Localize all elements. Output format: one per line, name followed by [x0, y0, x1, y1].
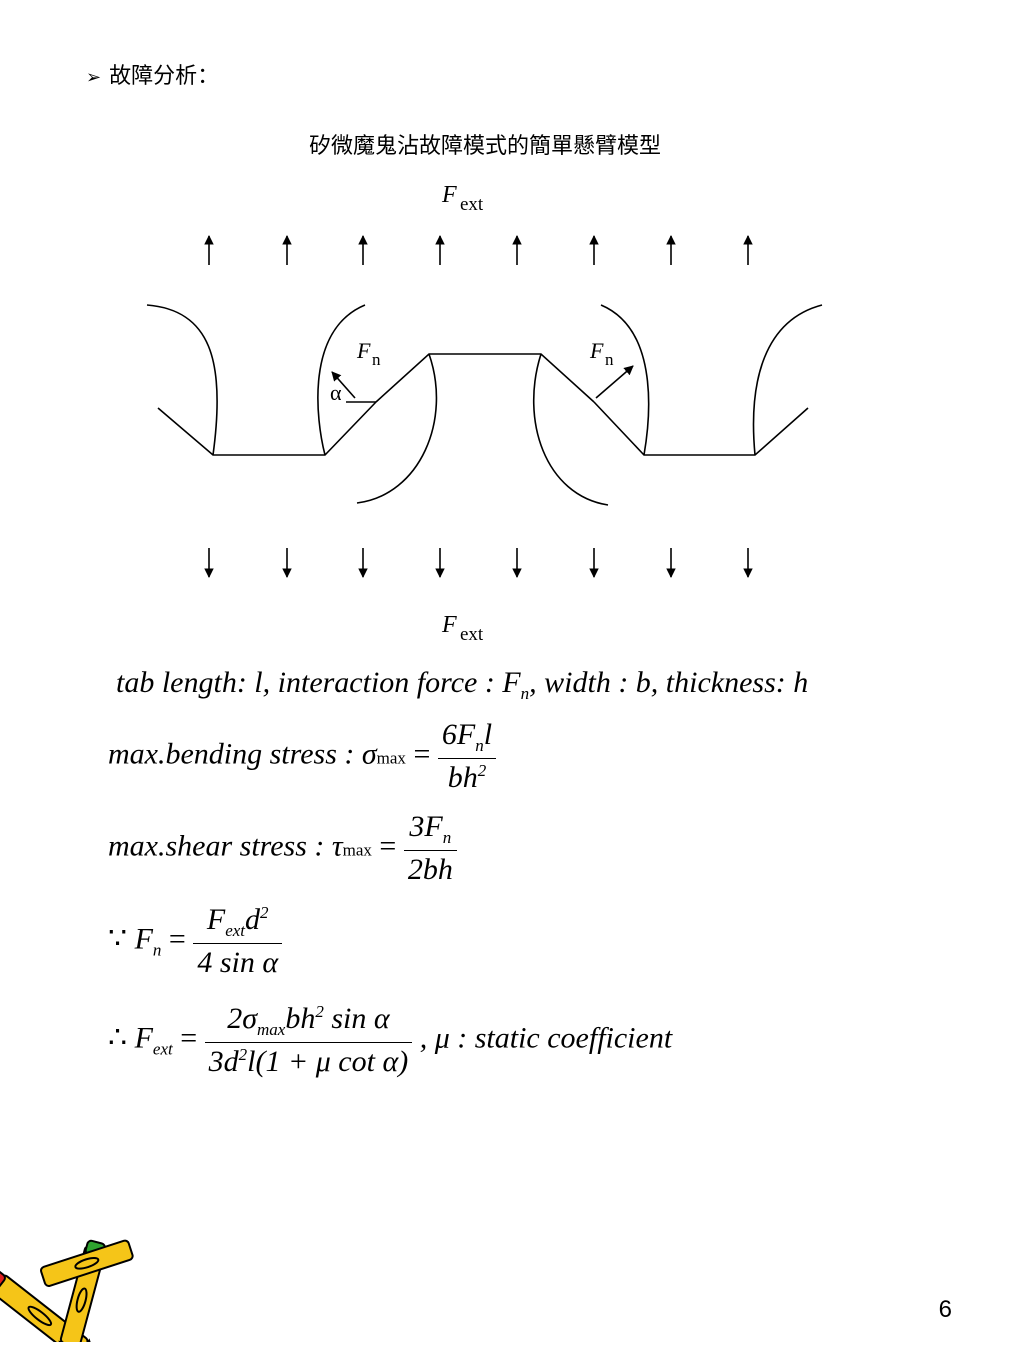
because-numerator: Fextd2 [206, 903, 269, 940]
figure-caption: 矽微魔鬼沾故障模式的簡單懸臂模型 [308, 134, 661, 159]
bending-label: max.bending stress : [108, 737, 355, 771]
therefore-equation: ∴ Fext = 2σmaxbh2 sin α 3d2l(1 + μ cot α… [108, 1002, 672, 1079]
lower-left-wall [157, 401, 377, 456]
section-heading: ➢ 故障分析： [86, 58, 219, 90]
fn-right-subscript: n [605, 350, 614, 369]
hook-curve [752, 304, 823, 456]
therefore-numerator: 2σmaxbh2 sin α [227, 1002, 390, 1039]
hook-curve [317, 304, 366, 456]
shear-numerator: 3Fn [409, 810, 452, 847]
shear-label: max.shear stress : [108, 829, 325, 863]
hook-curve [146, 304, 218, 456]
shear-denominator: 2bh [403, 850, 457, 887]
cantilever-diagram: F ext F n α F n [146, 182, 823, 645]
shear-stress-equation: max.shear stress : τmax = 3Fn 2bh [108, 810, 457, 887]
bending-sub: max [376, 748, 406, 768]
bending-equals: = [413, 737, 431, 771]
bullet-arrow-icon: ➢ [86, 67, 102, 88]
because-fraction: Fextd2 4 sin α [193, 903, 283, 980]
therefore-lhs: F [134, 1021, 153, 1055]
hook-curve [533, 353, 609, 506]
fext-bottom-subscript: ext [460, 624, 484, 645]
page-number: 6 [938, 1296, 952, 1323]
bending-stress-equation: max.bending stress : σmax = 6Fnl bh2 [108, 718, 497, 795]
fext-bottom-symbol: F [441, 612, 457, 638]
therefore-lhs-sub: ext [152, 1039, 173, 1059]
fn-right-symbol: F [589, 338, 604, 363]
because-lhs-sub: n [152, 940, 162, 960]
shear-tau: τ [331, 829, 343, 863]
alpha-angle-label: α [330, 380, 342, 405]
bending-fraction: 6Fnl bh2 [437, 718, 497, 795]
fn-left-symbol: F [356, 338, 371, 363]
fext-top-symbol: F [441, 182, 457, 208]
normal-force-arrows [331, 365, 634, 403]
shear-sub: max [342, 840, 372, 860]
bending-sigma: σ [361, 737, 377, 771]
bending-denominator: bh2 [437, 758, 497, 795]
definitions-line: tab length: l, interaction force : Fn, w… [116, 666, 808, 704]
definitions-part1: tab length: l, interaction force : F [116, 666, 521, 699]
definitions-part2: , width : b, thickness: h [529, 666, 809, 699]
fn-left-arrow [331, 371, 356, 399]
therefore-equals: = [180, 1021, 198, 1055]
because-denominator: 4 sin α [193, 943, 283, 980]
bottom-force-arrows [204, 548, 753, 578]
because-equation: ∵ Fn = Fextd2 4 sin α [108, 903, 283, 980]
pencils-clipart-icon [0, 1239, 134, 1342]
heading-text: 故障分析： [109, 64, 220, 89]
shear-fraction: 3Fn 2bh [403, 810, 457, 887]
upper-middle-plateau [375, 353, 595, 403]
therefore-fraction: 2σmaxbh2 sin α 3d2l(1 + μ cot α) [204, 1002, 413, 1079]
therefore-tail: , μ : static coefficient [419, 1021, 673, 1055]
top-force-arrows [204, 235, 753, 265]
hook-curve [600, 304, 650, 456]
because-lhs: F [134, 922, 153, 956]
hook-curve [356, 353, 438, 504]
therefore-denominator: 3d2l(1 + μ cot α) [204, 1042, 413, 1079]
because-mark: ∵ [108, 922, 128, 956]
shear-equals: = [379, 829, 397, 863]
lower-right-wall [593, 401, 809, 456]
fn-right-arrow [595, 365, 634, 399]
because-equals: = [168, 922, 186, 956]
definitions-sub: n [520, 684, 530, 703]
fn-left-subscript: n [372, 350, 381, 369]
hook-structure [146, 304, 823, 506]
fext-top-subscript: ext [460, 194, 484, 215]
bending-numerator: 6Fnl [441, 718, 493, 755]
therefore-mark: ∴ [108, 1021, 128, 1055]
